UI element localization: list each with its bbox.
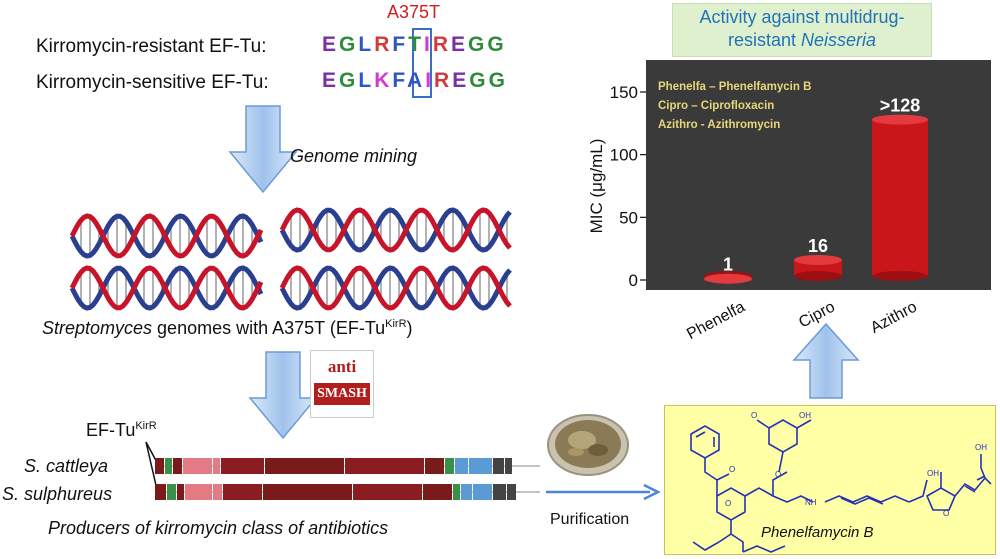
legend-entry: Cipro – Ciprofloxacin <box>658 100 774 112</box>
svg-text:OH: OH <box>975 443 987 452</box>
culture-dish-image <box>547 414 629 476</box>
phenelfamycin-structure-panel: O NH O OH O OH O OH O Phenelfamycin B <box>664 405 996 555</box>
resistant-residue: F <box>392 33 409 56</box>
sensitive-residue: E <box>452 69 470 92</box>
bar-top <box>704 273 752 284</box>
genomes-caption: Streptomyces genomes with A375T (EF-TuKi… <box>42 318 413 338</box>
svg-text:O: O <box>775 470 781 479</box>
bar-base <box>794 271 842 281</box>
svg-text:O: O <box>725 499 731 508</box>
sensitive-residue: G <box>339 69 359 92</box>
y-tick-label: 100 <box>610 146 638 165</box>
activity-title-line2: resistant Neisseria <box>727 30 877 50</box>
bar-data-label: 1 <box>723 255 733 275</box>
sensitive-sequence: EGLKFAIREGG <box>322 69 508 93</box>
x-tick-label: Cipro <box>796 298 838 331</box>
svg-text:O: O <box>943 509 949 518</box>
cluster-sulphureus <box>155 484 540 500</box>
resistant-residue: E <box>322 33 340 56</box>
sensitive-residue: G <box>488 69 508 92</box>
bar-azithro: >128 <box>872 96 928 281</box>
svg-text:OH: OH <box>927 469 939 478</box>
sensitive-label: Kirromycin-sensitive EF-Tu: <box>36 72 269 93</box>
svg-text:O: O <box>751 411 757 420</box>
activity-title-line1: Activity against multidrug- <box>699 7 905 27</box>
x-tick-label: Azithro <box>868 298 920 336</box>
sensitive-residue: K <box>374 69 393 92</box>
resistant-label: Kirromycin-resistant EF-Tu: <box>36 36 267 57</box>
y-tick-label: 150 <box>610 83 638 102</box>
bar-cipro: 16 <box>794 236 842 281</box>
strain-sulphureus: S. sulphureus <box>2 484 113 504</box>
compound-name: Phenelfamycin B <box>761 524 874 541</box>
resistant-residue: G <box>468 33 488 56</box>
sensitive-residue: I <box>425 69 435 92</box>
dna-helix-icon <box>69 213 264 259</box>
y-tick-label: 50 <box>619 208 638 227</box>
genome-mining-label: Genome mining <box>290 146 418 166</box>
eftu-label: EF-TuKirR <box>86 420 157 440</box>
sensitive-residue: F <box>392 69 408 92</box>
resistant-residue: R <box>432 33 452 56</box>
down-arrow-icon <box>228 105 298 194</box>
bar-top <box>794 254 842 265</box>
bar-base <box>872 271 928 281</box>
y-tick-label: 0 <box>629 271 638 290</box>
cluster-cattleya <box>155 458 540 474</box>
dna-helix-icon <box>69 265 264 311</box>
bar-phenelfa: 1 <box>704 255 752 284</box>
phenelfamycin-structure-drawing: O NH O OH O OH O OH O <box>690 411 992 553</box>
bar-data-label: 16 <box>808 236 828 256</box>
antismash-logo: anti SMASH <box>310 350 374 418</box>
resistant-residue: G <box>339 33 359 56</box>
up-arrow-icon <box>792 322 860 399</box>
down-arrow-icon <box>248 351 318 440</box>
svg-text:OH: OH <box>799 411 811 420</box>
svg-text:NH: NH <box>805 498 817 507</box>
sensitive-residue: R <box>434 69 453 92</box>
strain-cattleya: S. cattleya <box>24 456 109 476</box>
resistant-residue: E <box>451 33 469 56</box>
mutation-highlight-box <box>412 28 432 98</box>
sensitive-residue: A <box>407 69 426 92</box>
bar-body <box>872 119 928 276</box>
y-axis-label: MIC (μg/mL) <box>587 139 606 234</box>
dna-helix-icon <box>279 207 512 253</box>
sensitive-residue: L <box>358 69 375 92</box>
resistant-residue: I <box>424 33 433 56</box>
bar-top <box>872 114 928 125</box>
purification-label: Purification <box>550 511 630 528</box>
legend-entry: Azithro - Azithromycin <box>658 119 780 131</box>
dna-helix-group <box>69 207 512 311</box>
gene-cluster-map <box>155 458 540 500</box>
chart-plot-area <box>646 60 991 290</box>
dna-helix-icon <box>279 265 512 311</box>
resistant-residue: T <box>408 33 425 56</box>
resistant-residue: L <box>358 33 375 56</box>
resistant-residue: R <box>374 33 393 56</box>
sensitive-residue: G <box>469 69 489 92</box>
bar-data-label: >128 <box>880 96 921 116</box>
mutation-label: A375T <box>387 2 441 22</box>
svg-text:O: O <box>729 465 735 474</box>
producers-caption: Producers of kirromycin class of antibio… <box>48 518 389 538</box>
sensitive-residue: E <box>322 69 340 92</box>
legend-entry: Phenelfa – Phenelfamycin B <box>658 81 811 93</box>
resistant-sequence: EGLRFTIREGG <box>322 33 507 57</box>
x-tick-label: Phenelfa <box>684 298 748 343</box>
activity-title-box: Activity against multidrug- resistant Ne… <box>672 3 932 57</box>
resistant-residue: G <box>487 33 507 56</box>
right-arrow-icon <box>546 483 660 501</box>
